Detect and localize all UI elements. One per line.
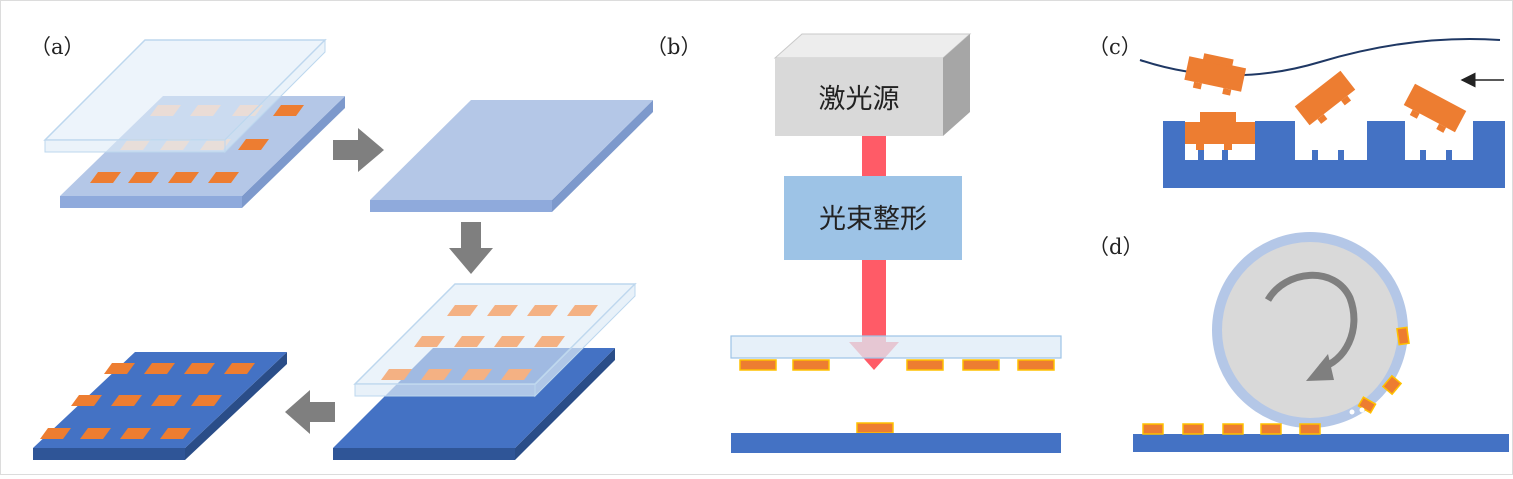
glass-plate-a3 — [353, 282, 637, 398]
panel-d: （d） — [1088, 232, 1509, 452]
arrow-right-icon — [333, 128, 384, 172]
arrow-down-icon — [449, 222, 493, 274]
rotation-arrow-icon — [1264, 271, 1358, 372]
floating-chip-1 — [1184, 53, 1247, 96]
roller-inner — [1222, 242, 1398, 418]
chips-on-roller — [1349, 326, 1410, 415]
floating-chip-2 — [1294, 70, 1356, 126]
panel-d-label: （d） — [1088, 235, 1143, 259]
target-substrate-b — [731, 433, 1061, 453]
panel-a: （a） — [30, 35, 653, 460]
transferred-chip — [856, 422, 894, 434]
glass-plate-a1 — [43, 38, 327, 154]
chips-on-substrate-a1 — [90, 105, 304, 183]
well-substrate — [1163, 121, 1505, 188]
chips-on-donor — [739, 359, 1055, 371]
panel-a-label: （a） — [30, 35, 85, 59]
rotation-arrowhead — [1306, 354, 1334, 381]
donor-substrate — [730, 335, 1062, 359]
panel-b: （b） 激光源 光束整形 — [646, 33, 1062, 453]
panel-c: （c） — [1088, 35, 1505, 188]
well-pads — [1198, 150, 1452, 160]
laser-source-label: 激光源 — [819, 84, 900, 115]
chips-on-substrate-d — [1142, 423, 1321, 435]
floating-chip-3 — [1403, 83, 1467, 133]
laser-source-box — [773, 33, 972, 136]
laser-beam-upper — [862, 136, 886, 176]
chips-faded-a3 — [381, 305, 598, 380]
assembled-chip — [1185, 112, 1255, 150]
arrow-left-icon — [285, 390, 335, 434]
substrate-a2 — [370, 100, 653, 212]
beam-shaping-box — [784, 176, 962, 260]
target-substrate-d — [1133, 434, 1509, 452]
chips-on-substrate-a4 — [40, 363, 255, 439]
panel-b-label: （b） — [646, 35, 701, 59]
panel-c-label: （c） — [1088, 35, 1142, 59]
beam-shaping-label: 光束整形 — [819, 204, 927, 235]
